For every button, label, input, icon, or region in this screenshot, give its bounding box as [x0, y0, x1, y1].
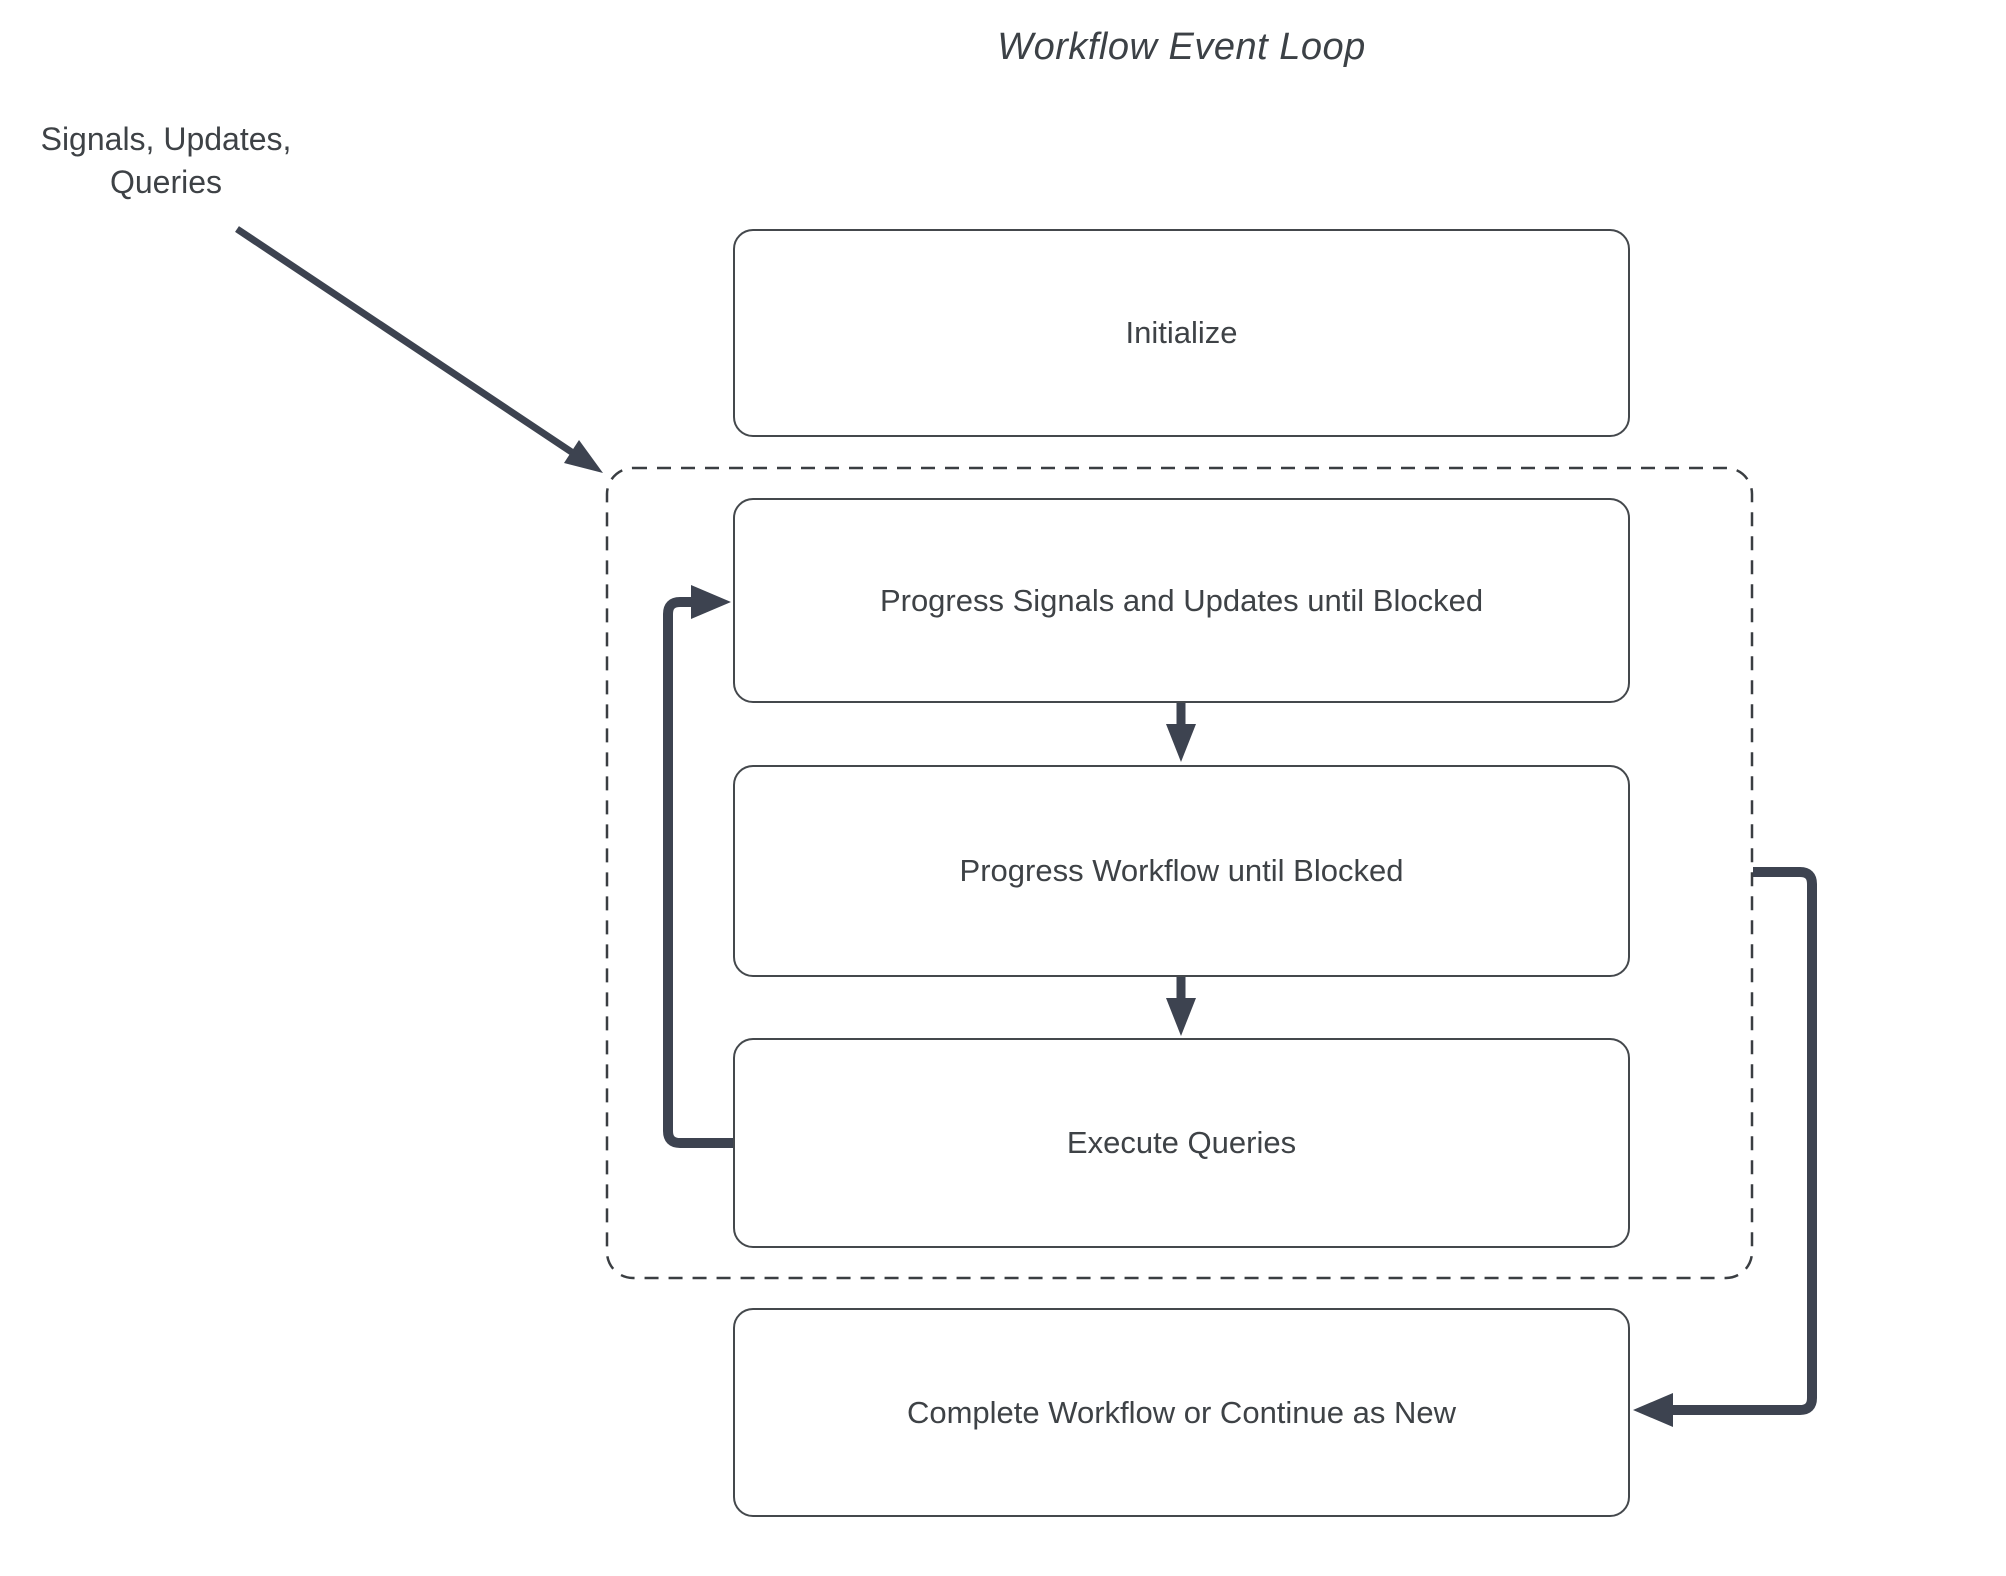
- node-execute-queries: Execute Queries: [733, 1038, 1630, 1248]
- node-complete-workflow: Complete Workflow or Continue as New: [733, 1308, 1630, 1517]
- node-complete-workflow-label: Complete Workflow or Continue as New: [906, 1394, 1457, 1430]
- signals-annotation-line2: Queries: [109, 164, 223, 200]
- node-progress-signals-label: Progress Signals and Updates until Block…: [879, 582, 1484, 618]
- complete-arrow: [1633, 867, 1817, 1427]
- down-arrow-2: [1166, 977, 1196, 1036]
- node-initialize-label: Initialize: [1125, 315, 1238, 350]
- signals-annotation-line1: Signals, Updates,: [40, 121, 292, 157]
- node-progress-workflow-label: Progress Workflow until Blocked: [959, 853, 1404, 888]
- down-arrow-1: [1166, 703, 1196, 762]
- event-loop-group-border: [605, 466, 1754, 1280]
- diagram-title: Workflow Event Loop: [997, 26, 1366, 68]
- node-execute-queries-label: Execute Queries: [1066, 1125, 1297, 1160]
- node-progress-signals: Progress Signals and Updates until Block…: [733, 498, 1630, 703]
- node-progress-workflow: Progress Workflow until Blocked: [733, 765, 1630, 977]
- signals-input-arrow: [235, 226, 603, 473]
- loop-back-arrow: [663, 585, 733, 1148]
- signals-annotation: Signals, Updates, Queries: [20, 118, 312, 204]
- node-initialize: Initialize: [733, 229, 1630, 437]
